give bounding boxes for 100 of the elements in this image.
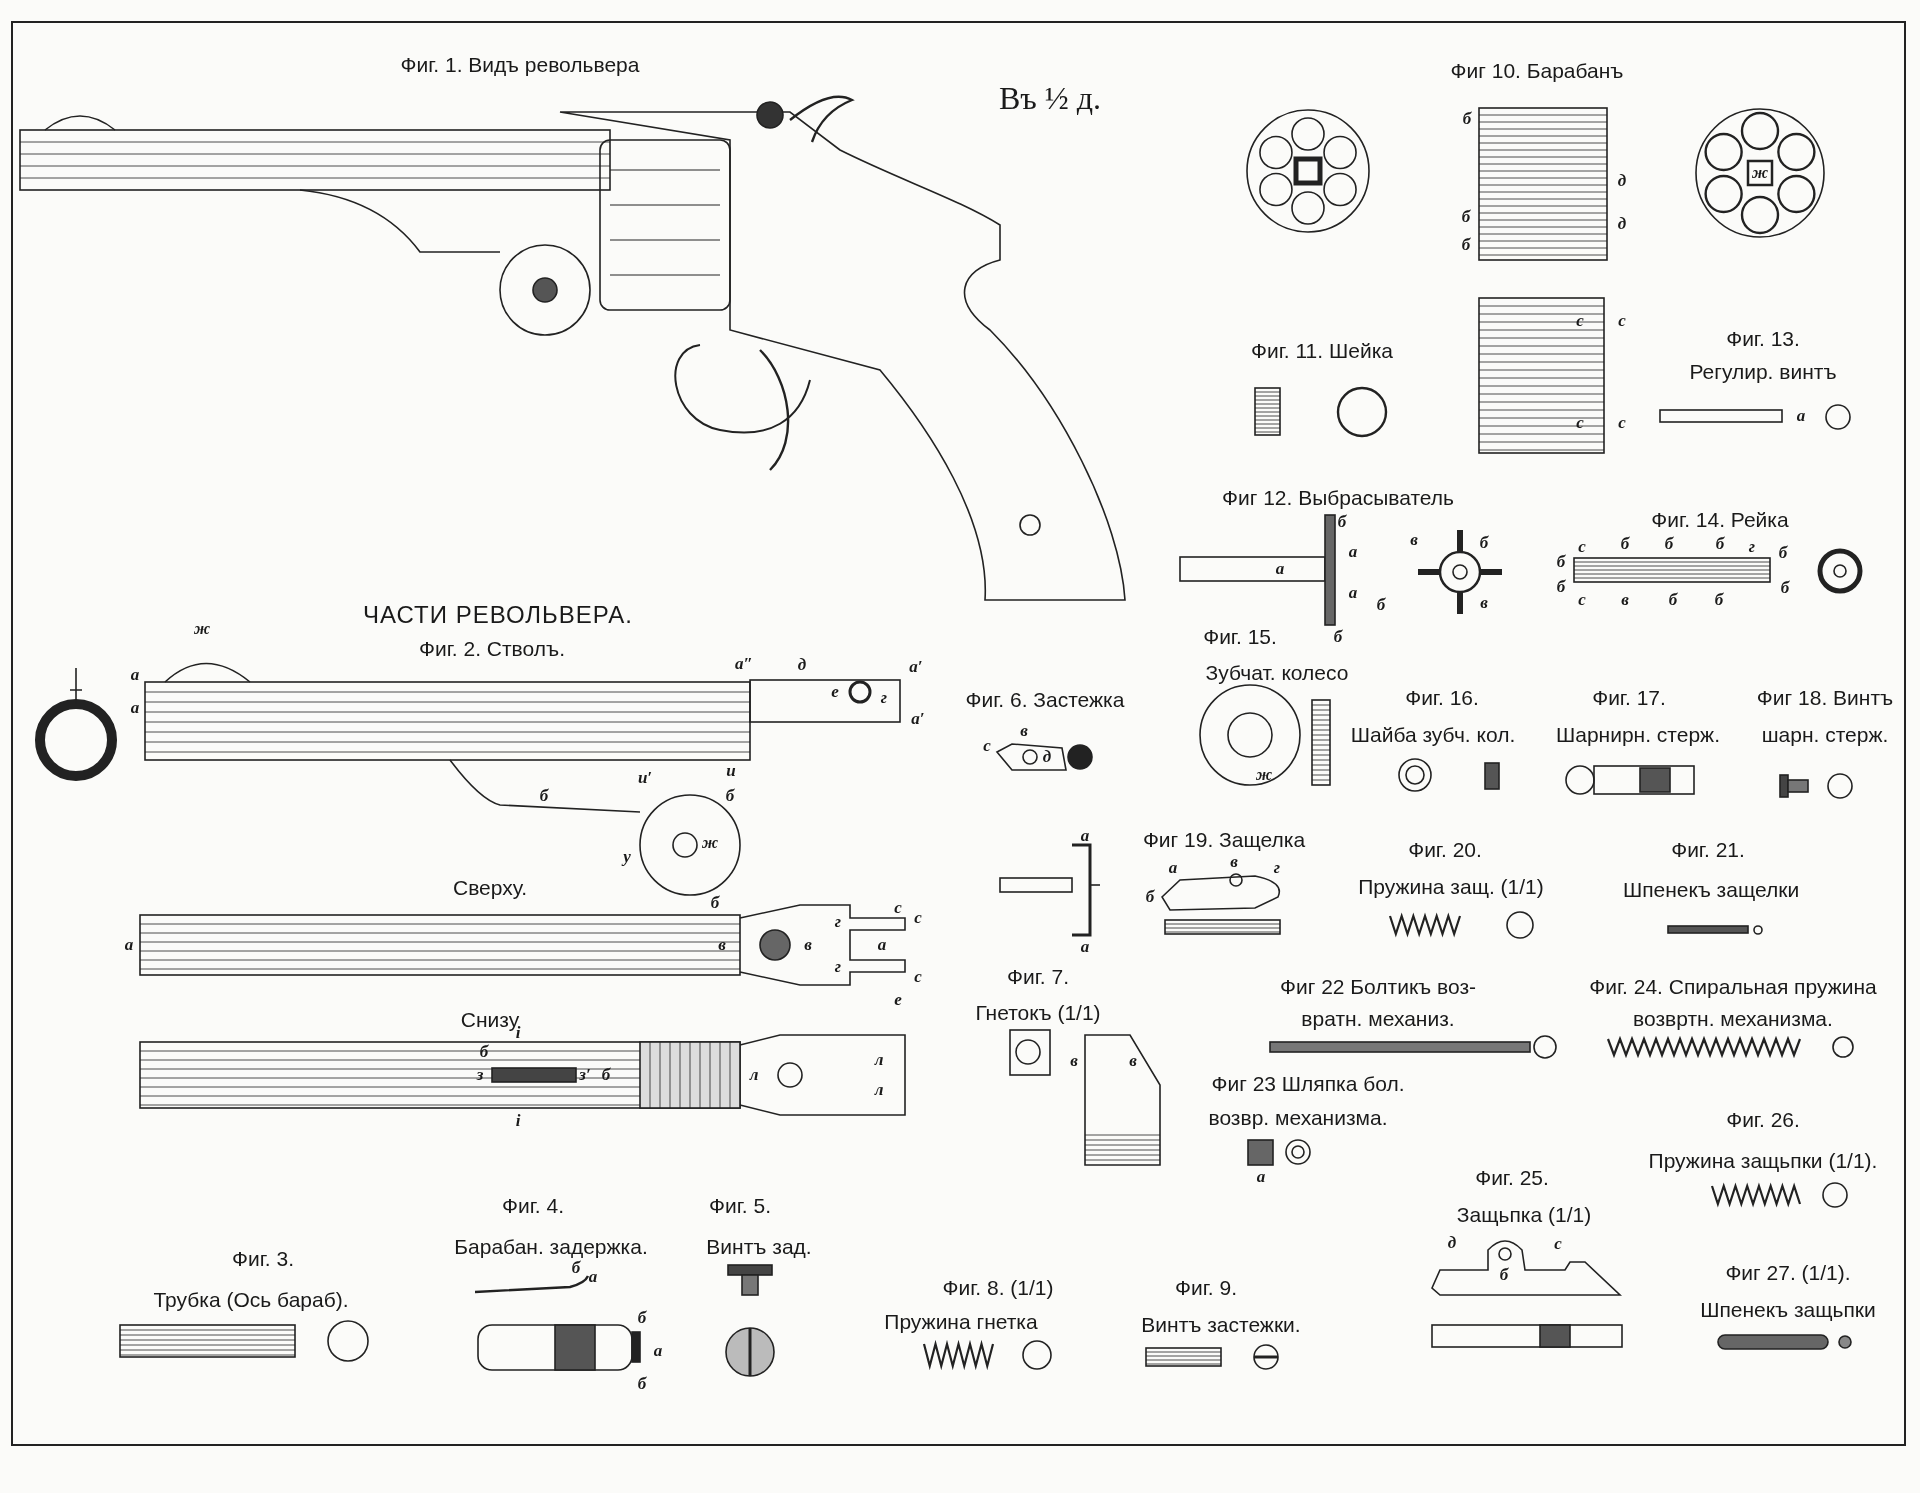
part-letter: е [831, 682, 839, 702]
part-letter: б [1715, 534, 1725, 554]
part-letter: б [1376, 595, 1386, 615]
figure-caption: Фиг. 14. Рейка [1651, 508, 1789, 532]
part-letter: ж [1751, 163, 1769, 183]
figure-caption: Фиг. 16. [1405, 686, 1479, 710]
part-letter: и [726, 761, 736, 781]
figure-caption: Фиг. 8. (1/1) [942, 1276, 1054, 1300]
part-letter: б [637, 1374, 647, 1394]
part-letter: з [476, 1065, 484, 1085]
figure-caption: Фиг. 20. [1408, 838, 1482, 862]
part-letter: г [1748, 537, 1756, 557]
part-letter: б [1461, 207, 1471, 227]
part-letter: б [1462, 109, 1472, 129]
part-letter: а″ [735, 654, 753, 674]
part-letter: а [124, 935, 134, 955]
scale-note: Въ ½ д. [998, 79, 1102, 117]
part-letter: б [725, 786, 735, 806]
part-letter: д [797, 655, 807, 675]
part-letter: и′ [637, 768, 653, 788]
figure-caption: вратн. механиз. [1301, 1007, 1455, 1031]
part-letter: б [637, 1308, 647, 1328]
part-letter: б [479, 1042, 489, 1062]
part-letter: л [749, 1065, 759, 1085]
figure-caption: Барабан. задержка. [454, 1235, 648, 1259]
figure-caption: Фиг. 3. [232, 1247, 294, 1271]
part-letter: б [539, 786, 549, 806]
figure-caption: Шарнирн. стерж. [1556, 723, 1720, 747]
figure-caption: Фиг 19. Защелка [1142, 828, 1306, 852]
part-letter: а [1168, 858, 1178, 878]
figure-caption: Фиг. 5. [709, 1194, 771, 1218]
figure-caption: Фиг 10. Барабанъ [1450, 59, 1624, 83]
part-letter: с [914, 967, 922, 987]
figure-caption: Регулир. винтъ [1689, 360, 1837, 384]
part-letter: с [1576, 311, 1584, 331]
figure-caption: Зубчат. колесо [1205, 661, 1349, 685]
part-letter: с [1576, 413, 1584, 433]
figure-caption: Фиг 22 Болтикъ воз- [1279, 975, 1477, 999]
part-letter: а′ [909, 657, 923, 677]
figure-caption: Сверху. [453, 876, 527, 900]
part-letter: з′ [579, 1065, 591, 1085]
part-letter: а [1796, 406, 1806, 426]
part-letter: а [1275, 559, 1285, 579]
part-letter: г [834, 912, 842, 932]
figure-caption: Шайба зубч. кол. [1350, 723, 1516, 747]
figure-caption: Фиг. 4. [502, 1194, 564, 1218]
part-letter: а [1256, 1167, 1266, 1187]
figure-caption: Винтъ застежки. [1141, 1313, 1301, 1337]
section-heading: ЧАСТИ РЕВОЛЬВЕРА. [363, 601, 633, 629]
figure-caption: Фиг. 2. Стволъ. [419, 637, 565, 661]
part-letter: с [983, 736, 991, 756]
part-letter: е [894, 990, 902, 1010]
figure-caption: возвртн. механизма. [1633, 1007, 1833, 1031]
part-letter: б [1714, 590, 1724, 610]
part-letter: б [1333, 627, 1343, 647]
figure-caption: шарн. стерж. [1761, 723, 1889, 747]
part-letter: б [1145, 887, 1155, 907]
figure-caption: Фиг 18. Винтъ [1756, 686, 1894, 710]
part-letter: л [874, 1050, 884, 1070]
figure-caption: Винтъ зад. [706, 1235, 812, 1259]
figure-caption: Фиг 23 Шляпка бол. [1211, 1072, 1405, 1096]
part-letter: а [130, 665, 140, 685]
figure-caption: Фиг 27. (1/1). [1725, 1261, 1851, 1285]
figure-caption: Фиг. 11. Шейка [1251, 339, 1393, 363]
figure-caption: Пружина защьпки (1/1). [1648, 1149, 1878, 1173]
part-letter: с [1554, 1234, 1562, 1254]
part-letter: с [1578, 537, 1586, 557]
part-letter: в [1410, 530, 1418, 550]
part-letter: а [1080, 937, 1090, 957]
part-letter: ж [193, 619, 211, 639]
part-letter: с [1618, 311, 1626, 331]
part-letter: а′ [911, 709, 925, 729]
figure-caption: Пружина защ. (1/1) [1358, 875, 1544, 899]
figure-caption: Фиг. 15. [1203, 625, 1277, 649]
part-letter: i [515, 1111, 521, 1131]
figure-caption: Фиг. 13. [1726, 327, 1800, 351]
figure-caption: Шпенекъ защелки [1622, 878, 1800, 902]
part-letter: б [1778, 543, 1788, 563]
part-letter: ж [701, 833, 719, 853]
figure-caption: Фиг. 6. Застежка [965, 688, 1125, 712]
part-letter: б [1556, 552, 1566, 572]
part-letter: а [1348, 542, 1358, 562]
part-letter: б [710, 893, 720, 913]
figure-caption: Фиг. 17. [1592, 686, 1666, 710]
part-letter: с [894, 898, 902, 918]
part-letter: в [804, 935, 812, 955]
part-letter: в [718, 935, 726, 955]
figure-caption: Фиг. 7. [1007, 965, 1069, 989]
figure-caption: Фиг. 26. [1726, 1108, 1800, 1132]
part-letter: в [1070, 1051, 1078, 1071]
part-letter: б [1337, 512, 1347, 532]
part-letter: б [1780, 578, 1790, 598]
part-letter: б [1668, 590, 1678, 610]
part-letter: г [880, 688, 888, 708]
part-letter: в [1480, 593, 1488, 613]
figure-caption: Трубка (Ось бараб). [153, 1288, 349, 1312]
part-letter: а [1080, 826, 1090, 846]
part-letter: а [1348, 583, 1358, 603]
part-letter: б [1556, 577, 1566, 597]
part-letter: а [588, 1267, 598, 1287]
